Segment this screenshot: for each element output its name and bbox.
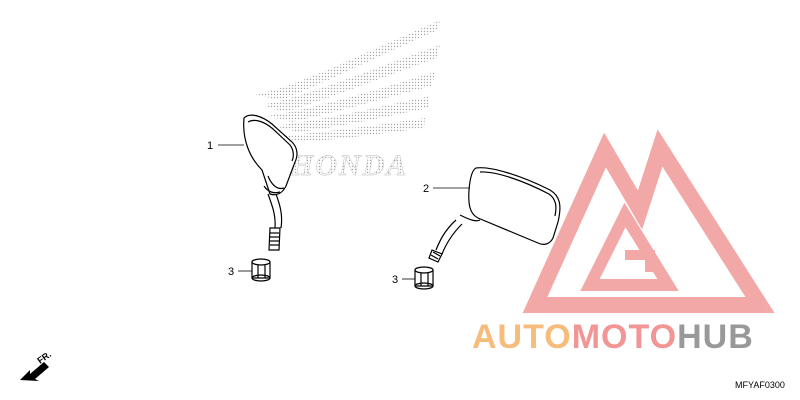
callout-3-right: 3: [392, 274, 398, 286]
callout-1: 1: [207, 140, 213, 152]
diagram-code: MFYAF0300: [735, 380, 785, 390]
front-direction-arrow: FR.: [20, 349, 53, 381]
svg-text:AUTOMOTOHUB: AUTOMOTOHUB: [472, 318, 754, 356]
mirror-right: [428, 167, 561, 263]
watermark-auto: AUTO: [472, 318, 572, 356]
watermark-text: AUTOMOTOHUB: [472, 318, 754, 356]
watermark-moto: MOTO: [572, 318, 677, 356]
honda-wing-logo: HONDA: [255, 20, 440, 182]
honda-wordmark: HONDA: [289, 149, 408, 182]
callout-3-left: 3: [228, 266, 234, 278]
mirror-left: [243, 114, 298, 251]
front-direction-label: FR.: [35, 349, 53, 366]
nut-left: [251, 258, 271, 282]
nut-right: [414, 266, 434, 290]
watermark-hub: HUB: [677, 318, 754, 356]
leader-lines: [218, 144, 470, 280]
watermark-logo: [522, 129, 775, 313]
callout-2: 2: [423, 183, 429, 195]
